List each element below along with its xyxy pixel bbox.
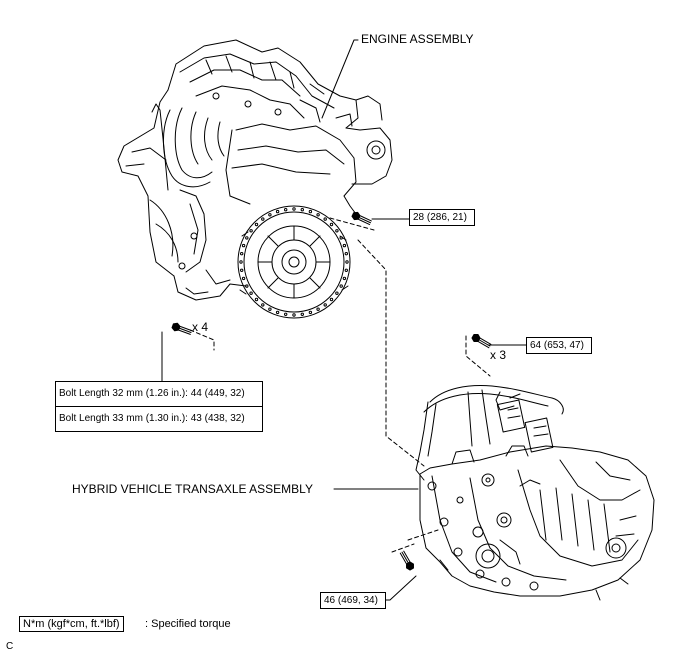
flywheel-tooth — [308, 310, 313, 315]
flywheel-tooth — [300, 208, 304, 212]
flywheel-tooth — [239, 260, 243, 264]
bolt-icon — [351, 211, 372, 226]
flywheel-tooth — [308, 209, 313, 214]
flywheel-tooth — [345, 260, 349, 264]
flywheel-tooth — [339, 284, 343, 288]
flywheel-tooth — [275, 209, 280, 214]
bolt-icon — [471, 334, 492, 349]
flywheel-tooth — [249, 229, 253, 233]
flywheel-tooth — [240, 252, 244, 256]
legend-description: : Specified torque — [145, 618, 231, 630]
flywheel-tooth — [316, 213, 320, 217]
flywheel-tooth — [342, 276, 347, 281]
torque-callout-upper: 28 (286, 21) — [409, 209, 475, 226]
flywheel-tooth — [339, 236, 343, 240]
torque-callout-lower: 46 (469, 34) — [320, 592, 386, 609]
flywheel-tooth — [284, 312, 288, 316]
flywheel-tooth — [342, 243, 347, 248]
alignment-lines — [189, 217, 491, 553]
flywheel-tooth — [335, 291, 339, 295]
flywheel-tooth — [344, 268, 348, 272]
flywheel-tooth — [268, 307, 272, 311]
flywheel-tooth — [323, 303, 327, 307]
bolt-length-row: Bolt Length 33 mm (1.30 in.): 43 (438, 3… — [56, 406, 262, 431]
bolt-quantity-x3: x 3 — [490, 348, 507, 362]
flywheel-tooth — [268, 213, 272, 217]
torque-callout-right: 64 (653, 47) — [526, 337, 592, 354]
flywheel-tooth — [261, 217, 265, 221]
bolt-length-row: Bolt Length 32 mm (1.26 in.): 44 (449, 3… — [59, 388, 245, 399]
flywheel-tooth — [284, 208, 288, 212]
flywheel-teeth — [239, 207, 349, 317]
legend-unit-box: N*m (kgf*cm, ft.*lbf) — [19, 616, 124, 632]
transaxle-assembly-label: HYBRID VEHICLE TRANSAXLE ASSEMBLY — [72, 482, 313, 496]
bolt-length-table: Bolt Length 32 mm (1.26 in.): 44 (449, 3… — [55, 381, 263, 432]
flywheel-tooth — [241, 276, 246, 281]
leader-lines — [161, 39, 527, 601]
flywheel-tooth — [329, 297, 334, 302]
flywheel-tooth — [241, 243, 246, 248]
bolt-icon — [399, 550, 414, 571]
flywheel-tooth — [335, 229, 339, 233]
flywheel-tooth — [316, 307, 320, 311]
flywheel-tooth — [245, 236, 249, 240]
flywheel-tooth — [254, 297, 259, 302]
flywheel-tooth — [344, 252, 348, 256]
flywheel-tooth — [292, 313, 296, 317]
flywheel-tooth — [254, 222, 259, 227]
flywheel-tooth — [249, 291, 253, 295]
bolt-icon — [171, 322, 193, 335]
flywheel-tooth — [275, 310, 280, 315]
engine-assembly-label: ENGINE ASSEMBLY — [361, 32, 474, 46]
flywheel-tooth — [292, 207, 296, 211]
flywheel-tooth — [245, 284, 249, 288]
transaxle-drawing — [415, 385, 655, 601]
flywheel-tooth — [323, 217, 327, 221]
bolt-quantity-x4: x 4 — [192, 320, 209, 334]
flywheel-tooth — [300, 312, 304, 316]
flywheel-tooth — [261, 303, 265, 307]
flywheel-tooth — [329, 222, 334, 227]
engine-drawing — [117, 39, 393, 319]
flywheel-tooth — [240, 268, 244, 272]
figure-code: C — [6, 641, 14, 652]
